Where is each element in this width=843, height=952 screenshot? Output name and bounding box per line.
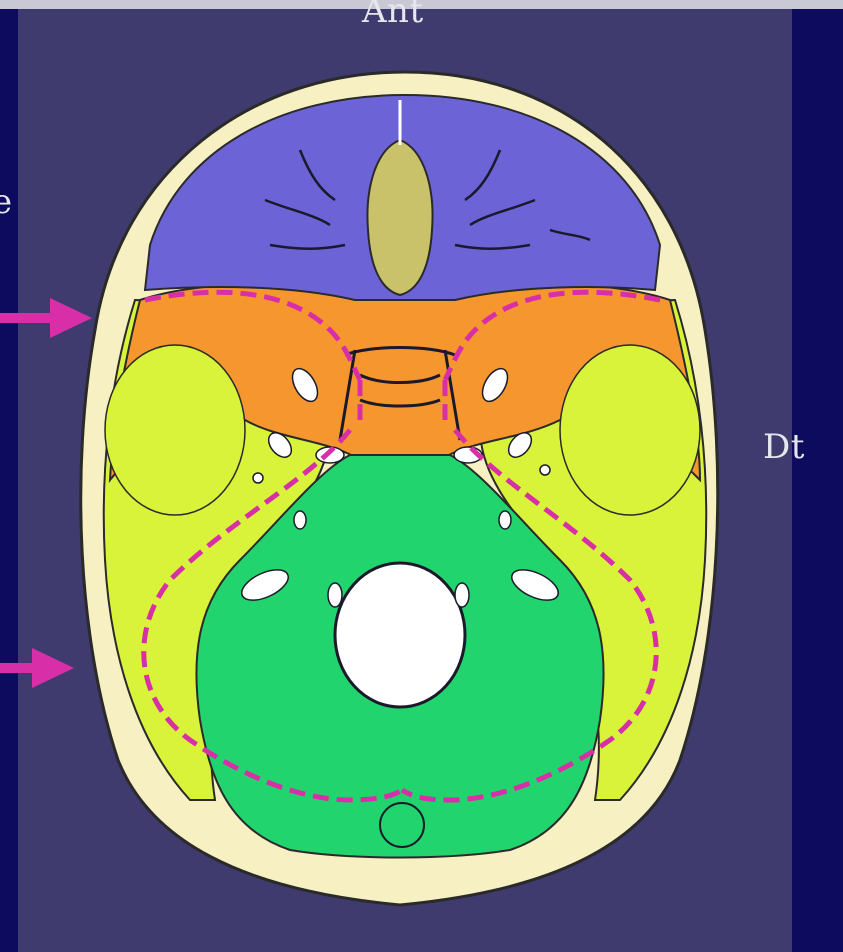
right-side-label: Dt xyxy=(763,430,805,464)
left-edge-label: e xyxy=(0,185,13,219)
arrow-middle-fossa xyxy=(0,298,92,338)
foramen-magnum xyxy=(335,563,465,707)
crista-galli xyxy=(367,140,432,295)
temporal-lobe-left xyxy=(105,345,245,515)
temporal-lobe-right xyxy=(560,345,700,515)
arrow-posterior-fossa xyxy=(0,648,74,688)
internal-occipital-protuberance xyxy=(380,803,424,847)
anterior-label: Ant xyxy=(362,0,424,28)
